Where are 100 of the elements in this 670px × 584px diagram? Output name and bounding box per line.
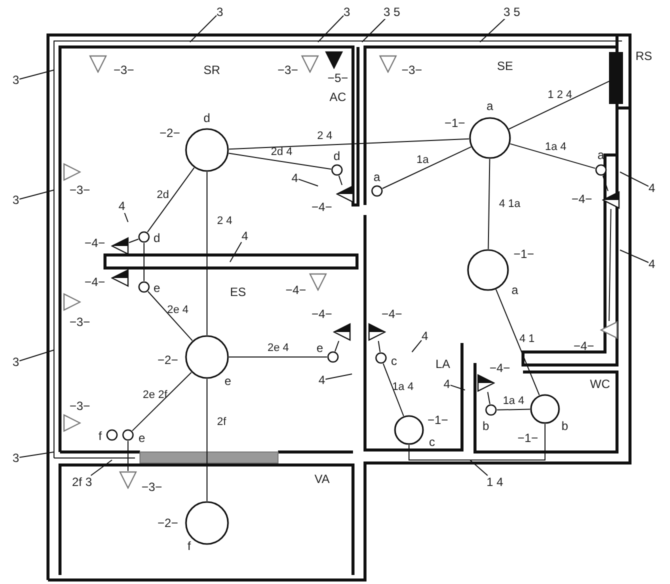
leader-line — [480, 18, 506, 42]
symbol-label: −4− — [382, 308, 402, 320]
wire-line — [382, 363, 404, 416]
room-label: SR — [204, 64, 220, 76]
wire-line — [132, 372, 192, 432]
edge-label: 2e 4 — [268, 342, 289, 354]
callout-number: 4 — [242, 230, 248, 242]
socket-symbol — [379, 55, 397, 73]
wire-line — [228, 138, 470, 150]
symbol-label: a — [486, 100, 494, 112]
wire-line — [148, 291, 193, 342]
symbol-label: −3− — [278, 64, 298, 76]
wire-line — [508, 80, 610, 130]
callout-number: 3 — [216, 6, 224, 18]
edge-label: 2e 2f — [142, 389, 168, 402]
ceiling-light-symbol — [467, 249, 509, 291]
socket-symbol — [477, 374, 495, 392]
symbol-label: RS — [636, 50, 652, 62]
callout-number: 4 — [118, 200, 126, 212]
wire-line — [338, 175, 342, 186]
symbol-label: −2− — [158, 516, 178, 530]
symbol-label: −2− — [160, 126, 180, 140]
distribution-board-symbol — [609, 52, 623, 104]
leader-line — [90, 460, 112, 476]
symbol-label: −3− — [70, 184, 90, 196]
leader-line — [470, 460, 488, 476]
callout-number: 2f 3 — [72, 476, 92, 488]
callout-number: 3 — [12, 452, 20, 464]
socket-symbol — [309, 273, 327, 291]
symbol-label: e — [224, 374, 232, 388]
ceiling-light-symbol — [530, 394, 560, 424]
socket-symbol — [119, 471, 137, 489]
edge-label: 4 1 — [519, 332, 535, 345]
edge-label: 1a — [416, 154, 429, 166]
symbol-label: e — [154, 282, 160, 294]
edge-label: 1a 4 — [502, 394, 524, 407]
wire-line — [488, 158, 490, 250]
symbol-label: f — [98, 430, 102, 442]
socket-symbol — [111, 269, 129, 287]
room-label: SE — [497, 60, 514, 72]
edge-label: 1 2 4 — [548, 88, 572, 101]
symbol-label: −4− — [574, 340, 594, 352]
wire-line — [334, 340, 340, 352]
room-label: ES — [230, 286, 246, 298]
leader-line — [230, 242, 242, 262]
edge-label: 2e 4 — [167, 304, 188, 316]
symbol-label: d — [334, 150, 340, 162]
leader-line — [325, 374, 352, 380]
switch-symbol — [485, 404, 497, 416]
symbol-label: −1− — [514, 248, 534, 260]
room-label: VA — [314, 472, 330, 486]
callout-number: 4 — [422, 330, 428, 342]
edge-label: 2 4 — [217, 214, 232, 227]
symbol-label: b — [562, 420, 568, 432]
wire-line — [378, 340, 381, 353]
wire-line — [496, 288, 540, 396]
symbol-label: d — [154, 232, 160, 244]
symbol-label: a — [374, 170, 380, 184]
leader-line — [620, 172, 649, 187]
symbol-label: b — [482, 420, 490, 432]
switch-symbol — [331, 164, 343, 176]
callout-number: 3 — [12, 74, 20, 86]
symbol-label: −3− — [70, 316, 90, 328]
callout-number: 4 — [292, 172, 298, 184]
socket-symbol — [111, 237, 129, 255]
wire-line — [608, 208, 612, 322]
callout-number: 4 — [648, 182, 656, 194]
switch-symbol — [595, 164, 607, 176]
ceiling-light-symbol — [185, 335, 229, 379]
socket-symbol — [63, 293, 81, 311]
socket-symbol — [63, 163, 81, 181]
symbol-label: −1− — [444, 116, 466, 130]
leader-line — [318, 15, 344, 42]
leader-line — [19, 70, 54, 80]
symbol-label: f — [188, 540, 191, 552]
wire-line — [510, 143, 596, 169]
callout-number: 1 4 — [486, 476, 504, 488]
socket-symbol — [89, 55, 107, 73]
socket-symbol — [333, 323, 351, 341]
symbol-label: e — [138, 432, 146, 444]
socket-symbol — [325, 51, 343, 69]
callout-number: 4 — [318, 374, 326, 386]
symbol-label: −4− — [312, 200, 332, 214]
wire-line — [128, 238, 139, 244]
symbol-label: a — [512, 284, 518, 296]
symbol-label: e — [316, 342, 324, 354]
callout-number: 3 — [12, 194, 20, 206]
socket-symbol — [368, 323, 386, 341]
wire-line — [408, 424, 546, 460]
leader-line — [298, 178, 318, 186]
symbol-label: −4− — [312, 308, 332, 320]
symbol-label: −4− — [490, 362, 510, 374]
leader-line — [412, 340, 422, 352]
switch-symbol — [371, 185, 383, 197]
wire-line — [206, 172, 208, 336]
edge-label: 4 1a — [498, 198, 520, 210]
callout-number: 4 — [648, 258, 656, 270]
symbol-label: −3− — [70, 400, 90, 412]
socket-symbol — [600, 321, 618, 339]
symbol-label: −1− — [518, 432, 538, 444]
